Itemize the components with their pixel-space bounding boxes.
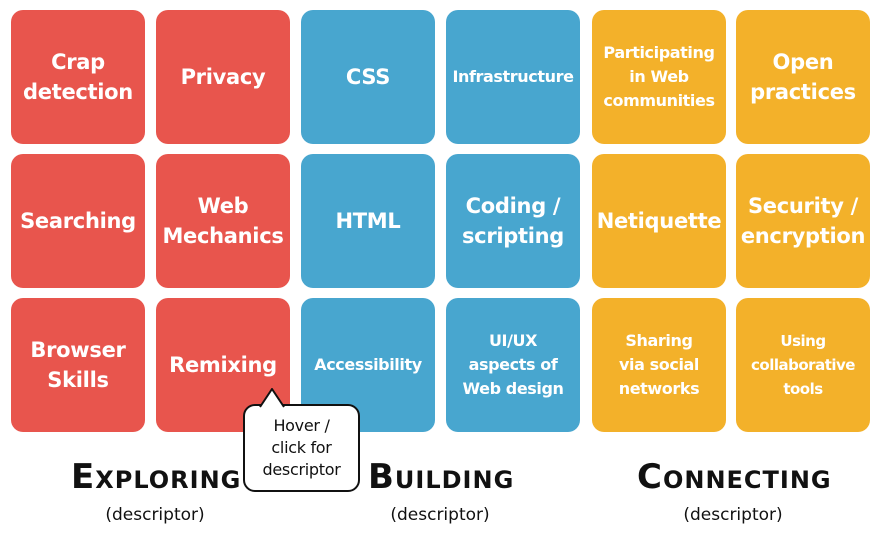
tile-label: Participating in Web communities [603, 43, 715, 110]
tile-label: HTML [335, 209, 401, 233]
tile-label: UI/UX aspects of Web design [462, 331, 564, 398]
tile-infrastructure[interactable]: Infrastructure [446, 10, 580, 144]
tile-sharing-via-social-networks[interactable]: Sharing via social networks [592, 298, 726, 432]
tile-ui-ux[interactable]: UI/UX aspects of Web design [446, 298, 580, 432]
tile-label: Accessibility [314, 355, 422, 374]
tile-html[interactable]: HTML [301, 154, 435, 288]
tile-participating-in-web-communities[interactable]: Participating in Web communities [592, 10, 726, 144]
tile-remixing[interactable]: Remixing [156, 298, 290, 432]
tile-label: CSS [345, 65, 391, 89]
tile-label: Searching [20, 209, 136, 233]
heading-building[interactable]: Building [368, 457, 515, 497]
heading-exploring[interactable]: Exploring [71, 457, 242, 497]
tile-label: Remixing [169, 353, 277, 377]
tile-coding-scripting[interactable]: Coding / scripting [446, 154, 580, 288]
descriptor-exploring[interactable]: (descriptor) [105, 505, 205, 525]
heading-connecting[interactable]: Connecting [637, 457, 832, 497]
tile-open-practices[interactable]: Open practices [736, 10, 870, 144]
tile-css[interactable]: CSS [301, 10, 435, 144]
tile-label: Using collaborative tools [751, 332, 855, 398]
descriptor-building[interactable]: (descriptor) [390, 505, 490, 525]
tile-label: Browser Skills [30, 338, 126, 392]
speech-bubble-pointer-icon [259, 388, 285, 408]
tile-privacy[interactable]: Privacy [156, 10, 290, 144]
tile-label: Coding / scripting [461, 194, 565, 248]
tile-label: Web Mechanics [162, 194, 284, 248]
tile-label: Netiquette [596, 209, 722, 233]
tile-label: Privacy [180, 65, 266, 89]
descriptor-connecting[interactable]: (descriptor) [683, 505, 783, 525]
tile-label: Open practices [750, 50, 856, 104]
tile-searching[interactable]: Searching [11, 154, 145, 288]
tile-using-collaborative-tools[interactable]: Using collaborative tools [736, 298, 870, 432]
tile-label: Sharing via social networks [618, 331, 700, 398]
tooltip-text: Hover / click for descriptor [262, 416, 341, 479]
tile-label: Infrastructure [452, 67, 574, 86]
tile-web-mechanics[interactable]: Web Mechanics [156, 154, 290, 288]
tile-label: Security / encryption [740, 194, 866, 248]
tooltip-bubble: Hover / click for descriptor [243, 404, 360, 492]
tile-label: Crap detection [23, 50, 133, 104]
tile-netiquette[interactable]: Netiquette [592, 154, 726, 288]
tile-security-encryption[interactable]: Security / encryption [736, 154, 870, 288]
tile-browser-skills[interactable]: Browser Skills [11, 298, 145, 432]
tile-crap-detection[interactable]: Crap detection [11, 10, 145, 144]
